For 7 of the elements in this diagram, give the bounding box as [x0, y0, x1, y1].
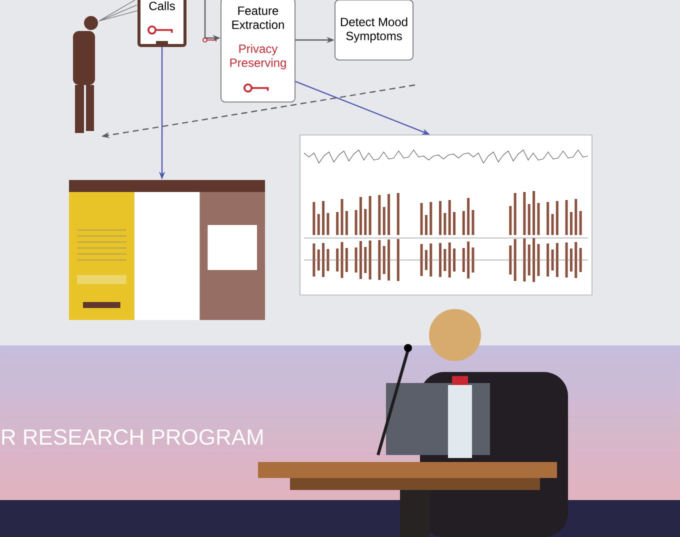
process-box: Detect Mood Symptoms — [334, 0, 414, 60]
spectrogram-drawing — [300, 134, 592, 296]
slide-banner-text: R RESEARCH PROGRAM — [2, 429, 263, 445]
app-screenshot-picture — [69, 180, 265, 320]
phone-drawing: Calls — [138, 0, 186, 47]
person-silhouette — [73, 16, 98, 133]
process-box: Feature Extraction Privacy Preserving — [220, 0, 296, 102]
